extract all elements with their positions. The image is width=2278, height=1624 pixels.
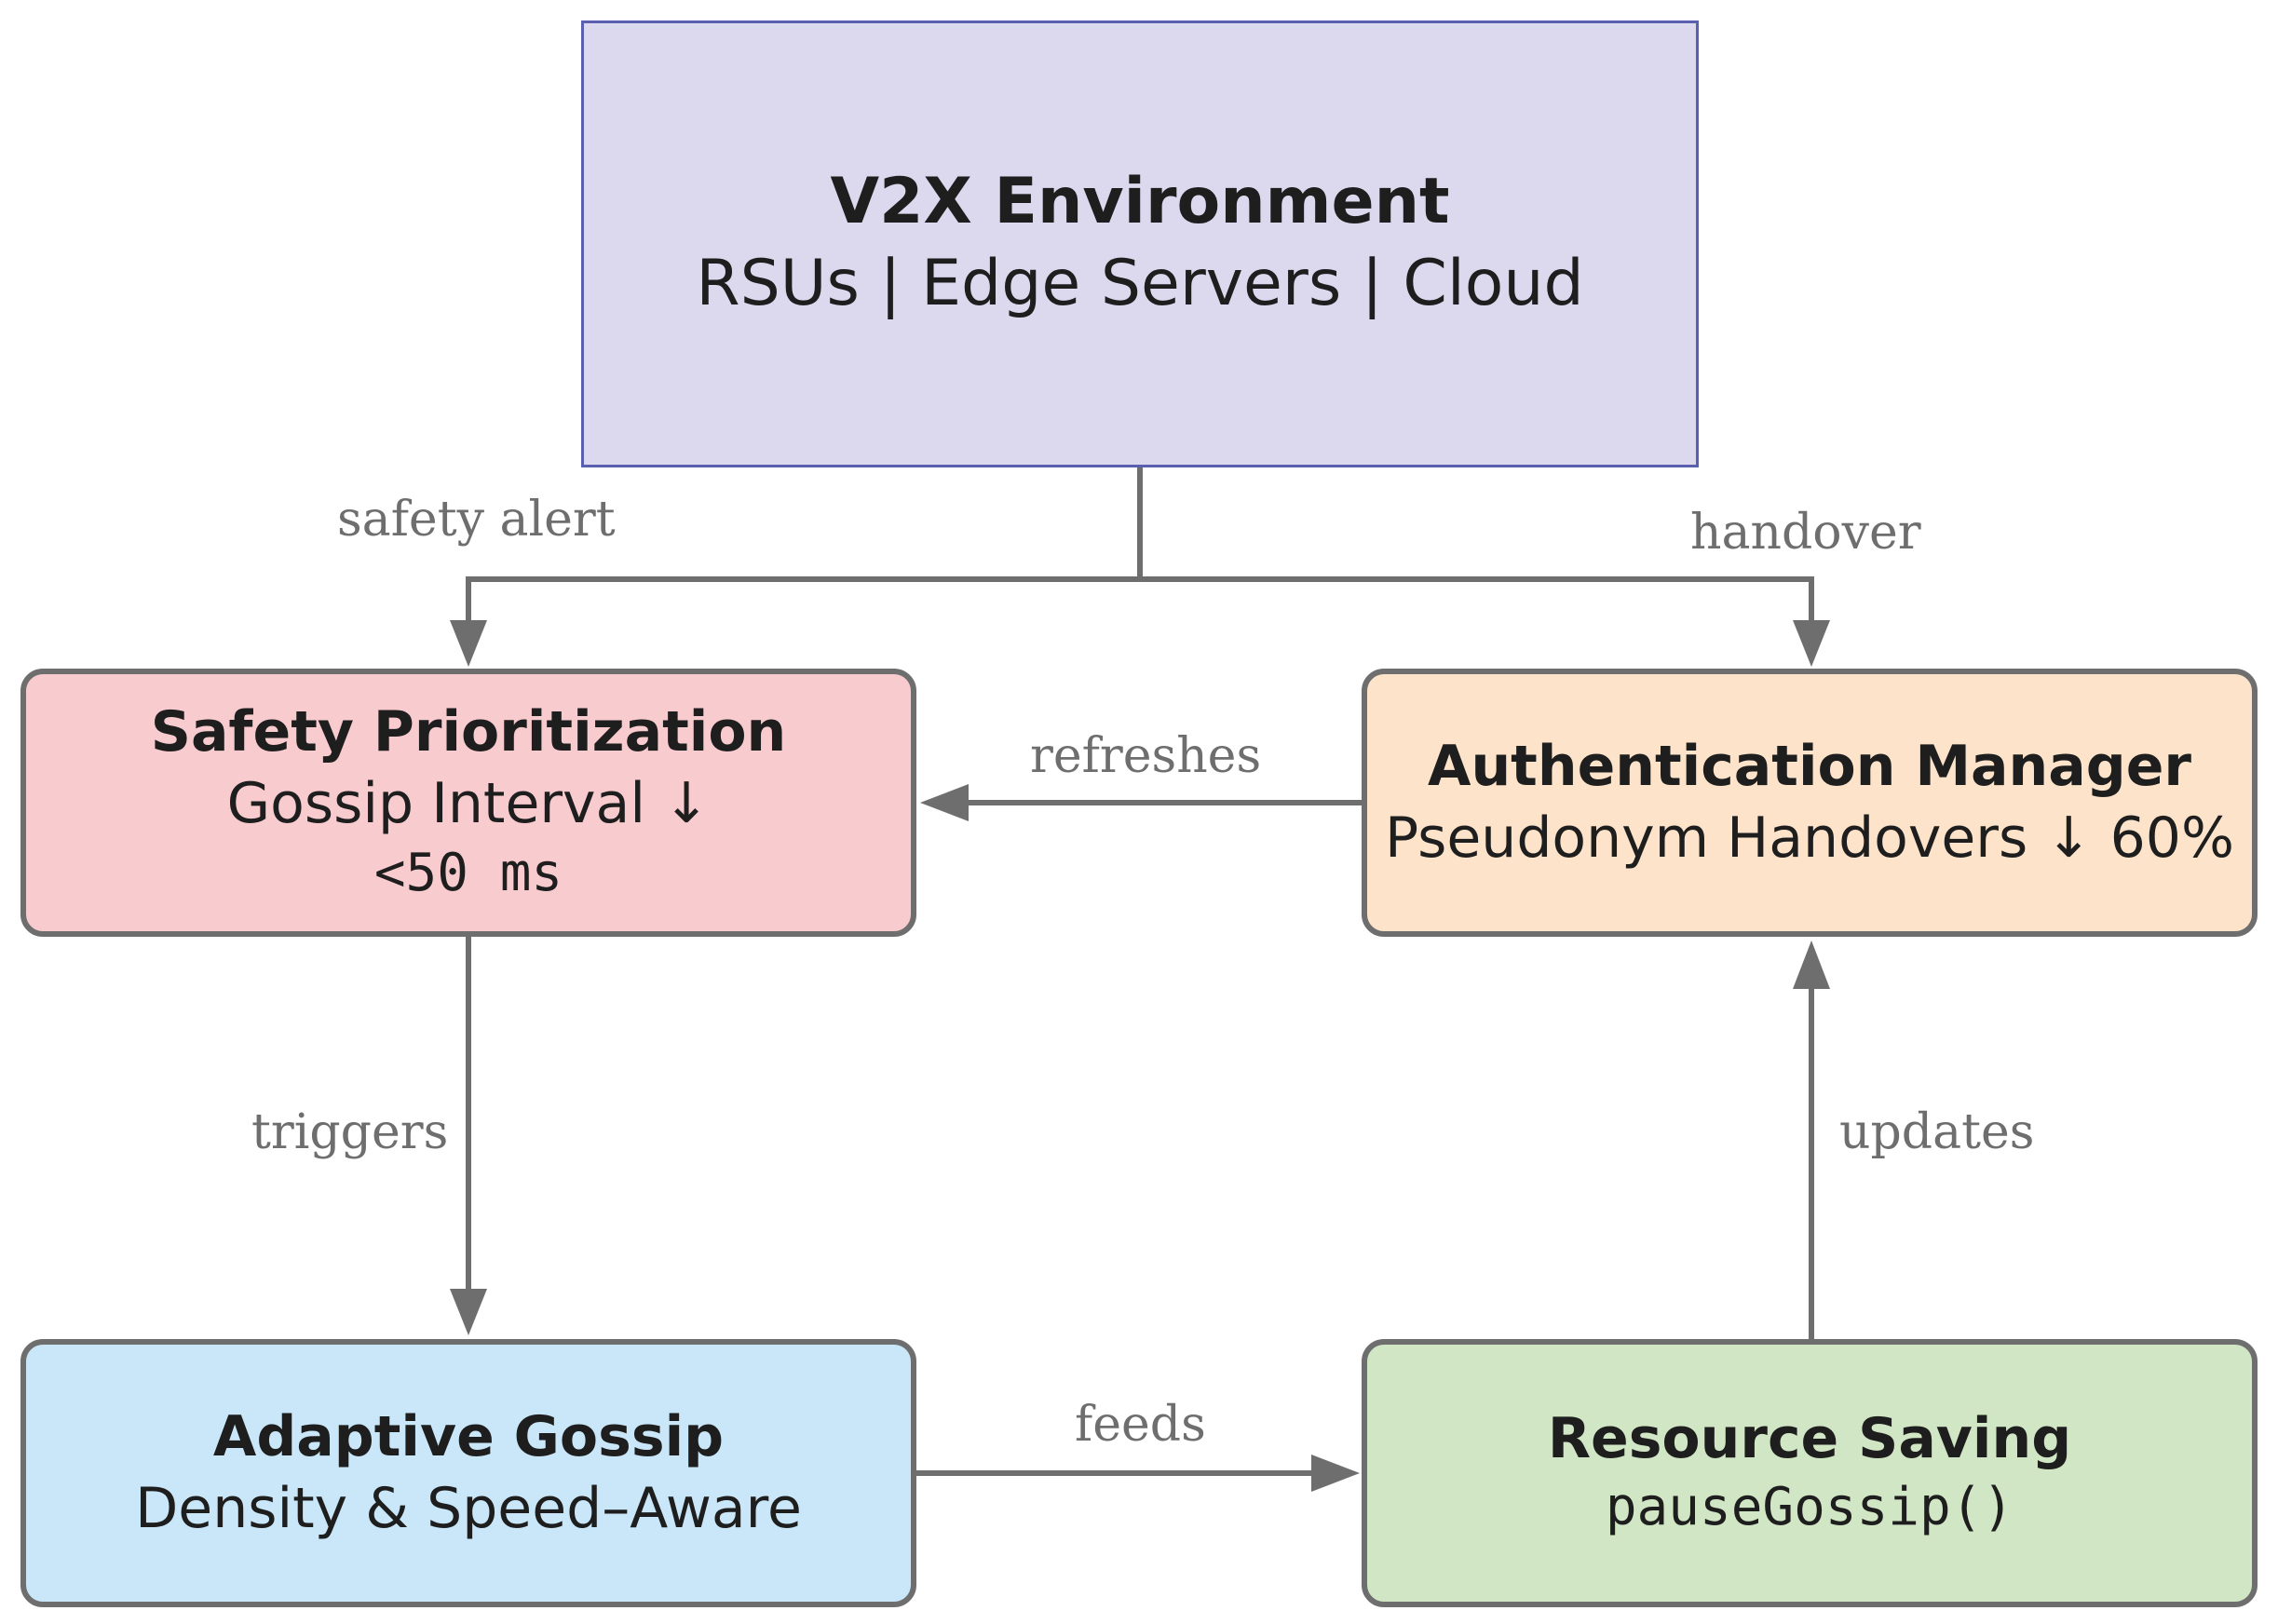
edge-label-triggers: triggers bbox=[251, 1104, 449, 1160]
resource-saving-node: Resource Saving pauseGossip() bbox=[1362, 1339, 2258, 1607]
v2x-environment-node: V2X Environment RSUs | Edge Servers | Cl… bbox=[581, 20, 1699, 467]
arrowhead-feeds bbox=[1311, 1455, 1360, 1492]
resource-saving-title: Resource Saving bbox=[1547, 1406, 2072, 1472]
v2x-environment-title: V2X Environment bbox=[830, 165, 1450, 239]
adaptive-gossip-node: Adaptive Gossip Density & Speed–Aware bbox=[20, 1339, 916, 1607]
edge-label-feeds: feeds bbox=[1075, 1397, 1206, 1453]
interval-threshold-text: <50 ms bbox=[373, 843, 563, 904]
arrowhead-safety-alert bbox=[450, 620, 487, 667]
v2x-environment-subtitle: RSUs | Edge Servers | Cloud bbox=[696, 247, 1584, 321]
edge-label-refreshes: refreshes bbox=[1030, 728, 1262, 784]
arrowhead-refreshes bbox=[920, 784, 969, 821]
pause-gossip-call: pauseGossip() bbox=[1605, 1477, 2014, 1538]
edge-label-handover: handover bbox=[1690, 505, 1921, 561]
arrowhead-handover bbox=[1793, 620, 1830, 667]
edge-label-updates: updates bbox=[1839, 1104, 2035, 1160]
authentication-manager-title: Authentication Manager bbox=[1428, 733, 2191, 799]
pseudonym-handovers-text: Pseudonym Handovers ↓ 60% bbox=[1384, 805, 2234, 871]
edge-label-safety-alert: safety alert bbox=[337, 492, 616, 548]
safety-prioritization-node: Safety Prioritization Gossip Interval ↓ … bbox=[20, 669, 916, 937]
arrowhead-updates bbox=[1793, 941, 1830, 989]
adaptive-gossip-title: Adaptive Gossip bbox=[212, 1403, 725, 1469]
gossip-interval-text: Gossip Interval ↓ bbox=[226, 771, 711, 837]
density-speed-aware-text: Density & Speed–Aware bbox=[135, 1475, 802, 1541]
safety-prioritization-title: Safety Prioritization bbox=[150, 699, 787, 765]
arrowhead-triggers bbox=[450, 1289, 487, 1335]
authentication-manager-node: Authentication Manager Pseudonym Handove… bbox=[1362, 669, 2258, 937]
